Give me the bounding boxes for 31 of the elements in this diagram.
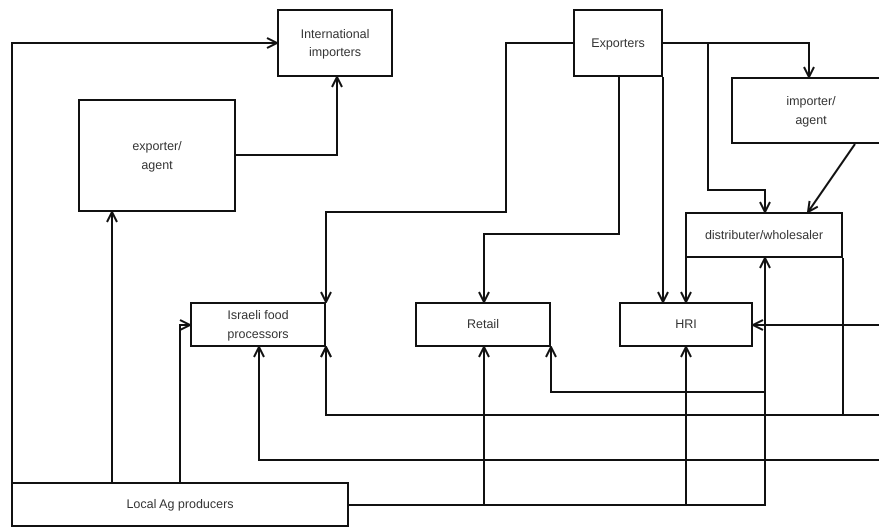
arrow [657,77,669,303]
node-label: Exporters [591,34,645,52]
node-label: exporter/ agent [131,138,183,174]
node-label: importer/ agent [785,93,837,129]
arrow [11,37,278,482]
arrow [236,76,343,156]
arrow [752,319,879,331]
process-box [415,302,551,347]
arrow [106,211,118,482]
process-box [685,212,843,258]
arrow [320,42,573,303]
process-box [277,9,393,77]
node-label: Israeli food processors [226,307,290,343]
process-box [78,99,236,212]
arrow [320,346,879,416]
node-label: International importers [300,26,370,61]
node-label: distributer/wholesaler [704,226,824,244]
node-label: Retail [467,316,499,334]
arrow [179,319,191,482]
arrow [478,77,620,303]
process-box [573,9,663,77]
arrow [807,143,856,213]
node-label: HRI [675,316,697,334]
node-label: Local Ag producers [126,496,234,514]
arrow [253,346,879,461]
arrow [663,42,771,213]
arrow [680,258,692,303]
process-box [190,302,326,347]
process-box [619,302,753,347]
process-box [731,77,879,144]
process-box [11,482,349,527]
